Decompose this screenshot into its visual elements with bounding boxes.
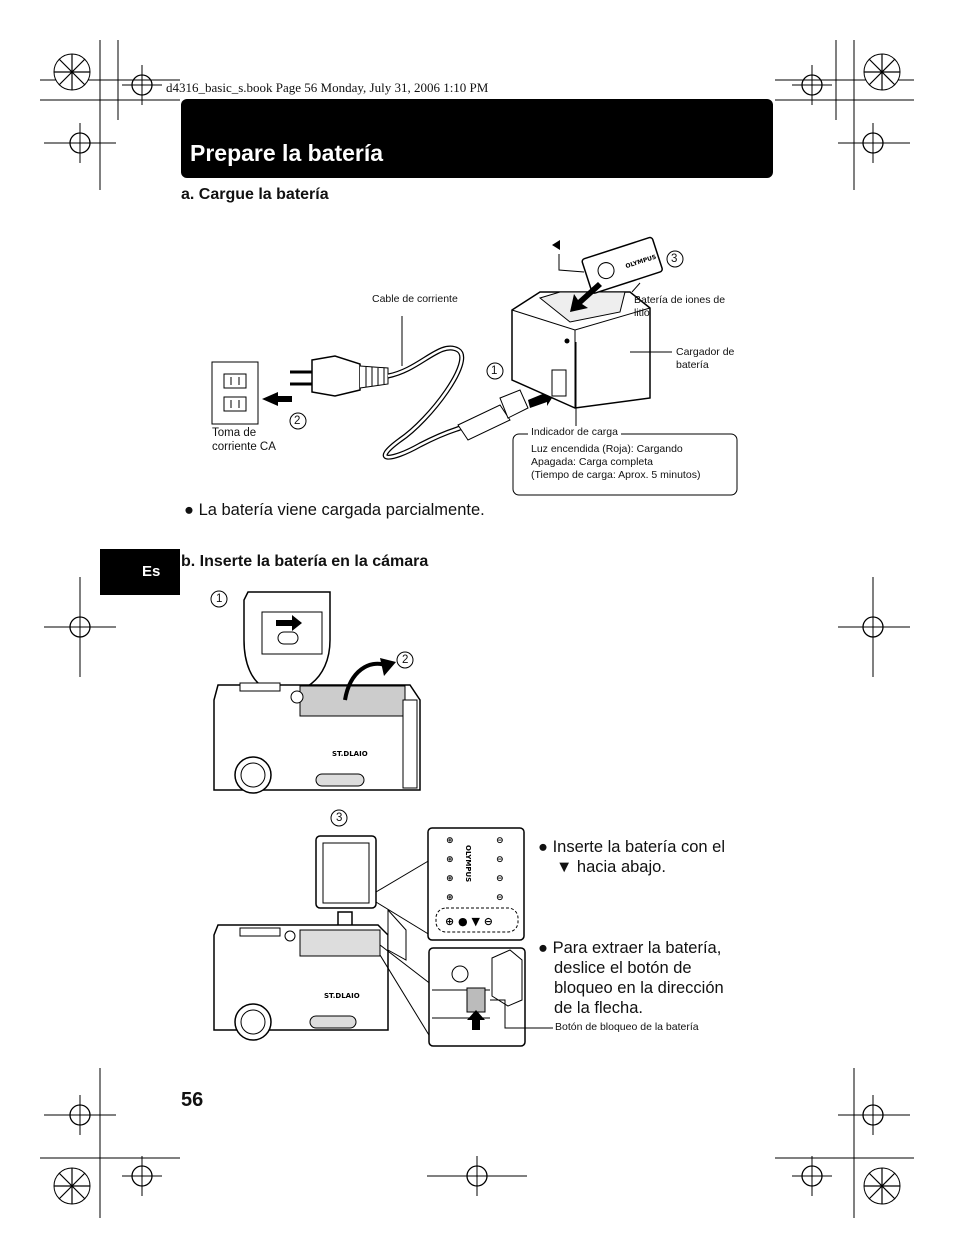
note-partial-charge: ● La batería viene cargada parcialmente. — [184, 501, 485, 519]
svg-text:⊕: ⊕ — [446, 855, 454, 865]
svg-text:⊕: ⊕ — [446, 874, 454, 884]
insert-step-1: 1 — [216, 593, 223, 605]
section-b-heading: b. Inserte la batería en la cámara — [181, 553, 429, 570]
bullet-insert-direction: ● Inserte la batería con el ▼ hacia abaj… — [538, 838, 725, 876]
section-a-heading: a. Cargue la batería — [181, 186, 329, 203]
svg-text:⊖: ⊖ — [496, 893, 504, 903]
camera-brand-1: ST.DLAIO — [332, 750, 368, 758]
insert-step-2: 2 — [402, 654, 409, 666]
battery-brand: OLYMPUS — [464, 845, 472, 882]
language-tab-label: Es — [142, 563, 161, 580]
label-outlet: Toma de corriente CA — [212, 427, 276, 453]
language-tab — [100, 549, 180, 595]
label-cable: Cable de corriente — [372, 293, 458, 305]
charge-step-3: 3 — [671, 253, 678, 265]
bullet-icon: ● — [184, 501, 194, 519]
svg-text:⊖: ⊖ — [496, 874, 504, 884]
label-lock-button: Botón de bloqueo de la batería — [555, 1021, 699, 1033]
svg-text:⊕ ● ▼ ⊖: ⊕ ● ▼ ⊖ — [445, 915, 493, 928]
svg-text:⊕: ⊕ — [446, 836, 454, 846]
page-title: Prepare la batería — [190, 140, 384, 166]
bullet-remove-battery: ● Para extraer la batería, deslice el bo… — [538, 939, 724, 1017]
svg-text:⊖: ⊖ — [496, 836, 504, 846]
label-charger: Cargador de batería — [676, 346, 735, 371]
label-indicator-title: Indicador de carga — [528, 426, 621, 439]
charge-step-1: 1 — [491, 365, 498, 377]
page-number: 56 — [181, 1089, 204, 1111]
camera-brand-2: ST.DLAIO — [324, 992, 360, 1000]
book-header: d4316_basic_s.book Page 56 Monday, July … — [166, 80, 489, 95]
svg-text:⊖: ⊖ — [496, 855, 504, 865]
insert-step-3: 3 — [336, 812, 343, 824]
bullet-icon: ● — [538, 838, 553, 856]
charge-step-2: 2 — [294, 415, 301, 427]
title-bar — [181, 99, 773, 178]
label-battery: Batería de iones de litio — [634, 294, 726, 319]
bullet-icon: ● — [538, 939, 553, 957]
indicator-description: Luz encendida (Roja): Cargando Apagada: … — [531, 443, 701, 481]
svg-text:⊕: ⊕ — [446, 893, 454, 903]
